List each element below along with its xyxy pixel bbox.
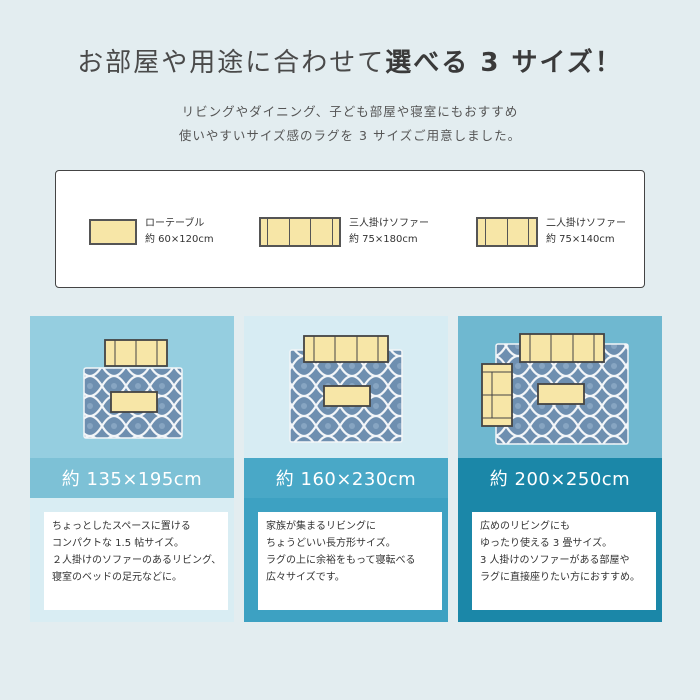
headline-normal: お部屋や用途に合わせて xyxy=(77,48,386,78)
headline-bold: 選べる 3 サイズ！ xyxy=(385,48,623,78)
desc-line: 3 人掛けのソファーがある部屋や xyxy=(480,555,630,566)
three-seat-sofa-icon xyxy=(259,217,341,247)
table-medium xyxy=(323,385,371,407)
subtext-line-2: 使いやすいサイズ感のラグを 3 サイズご用意しました。 xyxy=(178,128,522,143)
sofa-large-side xyxy=(481,363,513,427)
desc-line: ２人掛けのソファーのあるリビング、 xyxy=(52,555,222,566)
card-small-desc-frame: ちょっとしたスペースに置ける コンパクトな 1.5 帖サイズ。 ２人掛けのソファ… xyxy=(30,498,234,622)
low-table-icon xyxy=(89,219,137,245)
description-small: ちょっとしたスペースに置ける コンパクトな 1.5 帖サイズ。 ２人掛けのソファ… xyxy=(44,512,228,610)
two-seat-sofa-icon xyxy=(476,217,538,247)
sofa-medium xyxy=(303,335,389,363)
size-card-small: 約 135×195cm ちょっとしたスペースに置ける コンパクトな 1.5 帖サ… xyxy=(30,316,234,622)
desc-line: ラグの上に余裕をもって寝転べる xyxy=(266,555,416,566)
table-large xyxy=(537,383,585,405)
legend-two-seat-size: 約 75×140cm xyxy=(546,234,615,245)
legend-low-table-name: ローテーブル xyxy=(145,218,205,229)
room-layout-small xyxy=(83,339,183,439)
desc-line: ラグに直接座りたい方におすすめ。 xyxy=(480,572,640,583)
room-layout-medium xyxy=(289,335,403,443)
subtext-line-1: リビングやダイニング、子ども部屋や寝室にもおすすめ xyxy=(181,104,519,119)
legend-three-seat-size: 約 75×180cm xyxy=(349,234,418,245)
legend-two-seat-sofa: 二人掛けソファー約 75×140cm xyxy=(476,216,626,248)
legend-three-seat-name: 三人掛けソファー xyxy=(349,218,429,229)
table-small xyxy=(110,391,158,413)
sofa-small xyxy=(104,339,168,367)
desc-line: ちょうどいい長方形サイズ。 xyxy=(266,538,396,549)
card-medium-desc-frame: 家族が集まるリビングに ちょうどいい長方形サイズ。 ラグの上に余裕をもって寝転べ… xyxy=(244,498,448,622)
subtext: リビングやダイニング、子ども部屋や寝室にもおすすめ 使いやすいサイズ感のラグを … xyxy=(0,100,700,148)
card-large-illustration-bg xyxy=(458,316,662,458)
size-label-small: 約 135×195cm xyxy=(30,458,234,498)
desc-line: 家族が集まるリビングに xyxy=(266,521,376,532)
legend-two-seat-name: 二人掛けソファー xyxy=(546,218,626,229)
size-label-medium: 約 160×230cm xyxy=(244,458,448,498)
desc-line: 広めのリビングにも xyxy=(480,521,570,532)
headline: お部屋や用途に合わせて選べる 3 サイズ！ xyxy=(0,42,700,79)
desc-line: ゆったり使える 3 畳サイズ。 xyxy=(480,538,613,549)
card-small-illustration-bg xyxy=(30,316,234,458)
description-medium: 家族が集まるリビングに ちょうどいい長方形サイズ。 ラグの上に余裕をもって寝転べ… xyxy=(258,512,442,610)
desc-line: ちょっとしたスペースに置ける xyxy=(52,521,191,532)
desc-line: コンパクトな 1.5 帖サイズ。 xyxy=(52,538,184,549)
legend-box: ローテーブル約 60×120cm 三人掛けソファー約 75×180cm 二人掛け… xyxy=(55,170,645,288)
legend-three-seat-sofa: 三人掛けソファー約 75×180cm xyxy=(259,216,429,248)
desc-line: 寝室のベッドの足元などに。 xyxy=(52,572,182,583)
desc-line: 広々サイズです。 xyxy=(266,572,345,583)
description-large: 広めのリビングにも ゆったり使える 3 畳サイズ。 3 人掛けのソファーがある部… xyxy=(472,512,656,610)
size-card-medium: 約 160×230cm 家族が集まるリビングに ちょうどいい長方形サイズ。 ラグ… xyxy=(244,316,448,622)
legend-low-table-size: 約 60×120cm xyxy=(145,234,214,245)
legend-low-table: ローテーブル約 60×120cm xyxy=(89,216,214,248)
size-card-large: 約 200×250cm 広めのリビングにも ゆったり使える 3 畳サイズ。 3 … xyxy=(458,316,662,622)
room-layout-large xyxy=(481,333,629,445)
card-large-desc-frame: 広めのリビングにも ゆったり使える 3 畳サイズ。 3 人掛けのソファーがある部… xyxy=(458,498,662,622)
card-medium-illustration-bg xyxy=(244,316,448,458)
size-label-large: 約 200×250cm xyxy=(458,458,662,498)
sofa-large-top xyxy=(519,333,605,363)
